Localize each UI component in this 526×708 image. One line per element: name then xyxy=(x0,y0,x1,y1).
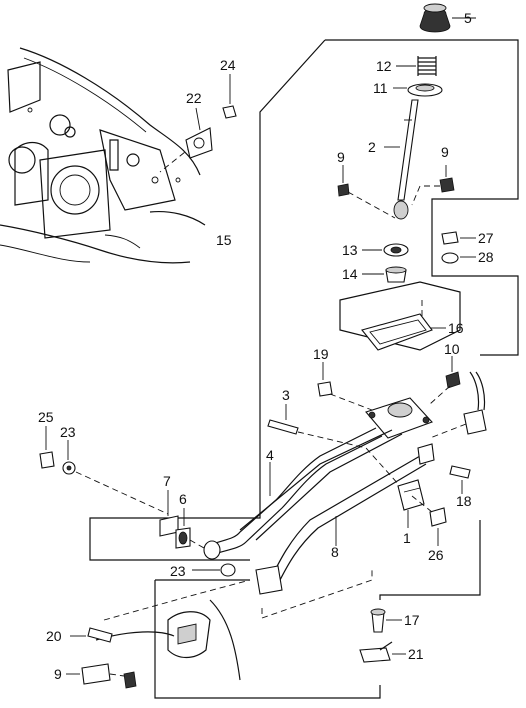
part-9-clip-lower xyxy=(81,663,137,689)
callout-19: 19 xyxy=(313,346,329,362)
part-20-stud xyxy=(87,627,113,643)
part-17-pin xyxy=(370,608,386,633)
part-5-shift-knob xyxy=(419,3,451,33)
callout-22: 22 xyxy=(186,90,202,106)
callout-3: 3 xyxy=(282,387,290,403)
callout-11: 11 xyxy=(373,80,388,96)
part-8-shift-rod xyxy=(255,443,435,595)
part-10-clip xyxy=(429,371,461,405)
callout-18: 18 xyxy=(456,493,472,509)
callout-25: 25 xyxy=(38,409,54,425)
part-23-washer-lower xyxy=(220,563,236,577)
part-18-bolt xyxy=(449,465,471,479)
callout-9-lower: 9 xyxy=(54,666,62,682)
part-28-washer xyxy=(441,252,459,264)
callout-5: 5 xyxy=(464,10,472,26)
callout-13: 13 xyxy=(342,242,358,258)
callout-28: 28 xyxy=(478,249,494,265)
callout-16: 16 xyxy=(448,320,464,336)
part-6-bushing xyxy=(175,527,205,549)
part-2-shift-lever xyxy=(393,99,419,220)
part-13-bushing xyxy=(383,243,409,257)
part-26-nut xyxy=(411,495,447,527)
callout-12: 12 xyxy=(376,58,392,74)
body-panel-illustration xyxy=(0,47,206,264)
lower-bracket-illustration xyxy=(95,570,373,681)
callout-23-left: 23 xyxy=(60,424,76,440)
part-1-bracket xyxy=(397,479,425,511)
part-27-nut xyxy=(441,231,459,245)
callout-4: 4 xyxy=(266,447,274,463)
part-19-nut xyxy=(317,381,373,411)
part-11-boot xyxy=(407,83,443,97)
cable-end-right xyxy=(429,371,487,439)
callout-6: 6 xyxy=(179,491,187,507)
part-9-bolt-right xyxy=(411,177,455,206)
part-14-mount xyxy=(385,266,407,283)
part-9-bolt-left xyxy=(337,183,396,219)
part-12-spring xyxy=(417,56,437,76)
shift-base-assembly xyxy=(239,397,433,541)
callout-1: 1 xyxy=(403,530,411,546)
callout-17: 17 xyxy=(404,612,420,628)
part-24-nut xyxy=(222,105,237,119)
callout-9-top-right: 9 xyxy=(441,144,449,160)
callout-27: 27 xyxy=(478,230,494,246)
group-outline-15 xyxy=(325,39,519,356)
callout-15: 15 xyxy=(216,232,232,248)
callout-2: 2 xyxy=(368,139,376,155)
floor-panel xyxy=(339,281,461,351)
callout-23-lower: 23 xyxy=(170,563,186,579)
part-4-shift-rod xyxy=(203,427,383,560)
part-3-bolt xyxy=(267,419,401,487)
callout-26: 26 xyxy=(428,547,444,563)
part-23-washer-left xyxy=(62,461,169,515)
callout-21: 21 xyxy=(408,646,424,662)
group-outline-lower xyxy=(154,579,381,699)
callout-8: 8 xyxy=(331,544,339,560)
callout-10: 10 xyxy=(444,341,460,357)
callout-7: 7 xyxy=(163,473,171,489)
part-21-clip xyxy=(359,641,393,663)
part-22-bracket xyxy=(185,127,213,159)
part-7-pin xyxy=(159,515,179,537)
callout-20: 20 xyxy=(46,628,62,644)
part-25-nut xyxy=(39,451,55,469)
callout-9-top-left: 9 xyxy=(337,149,345,165)
callout-24: 24 xyxy=(220,57,236,73)
callout-14: 14 xyxy=(342,266,358,282)
